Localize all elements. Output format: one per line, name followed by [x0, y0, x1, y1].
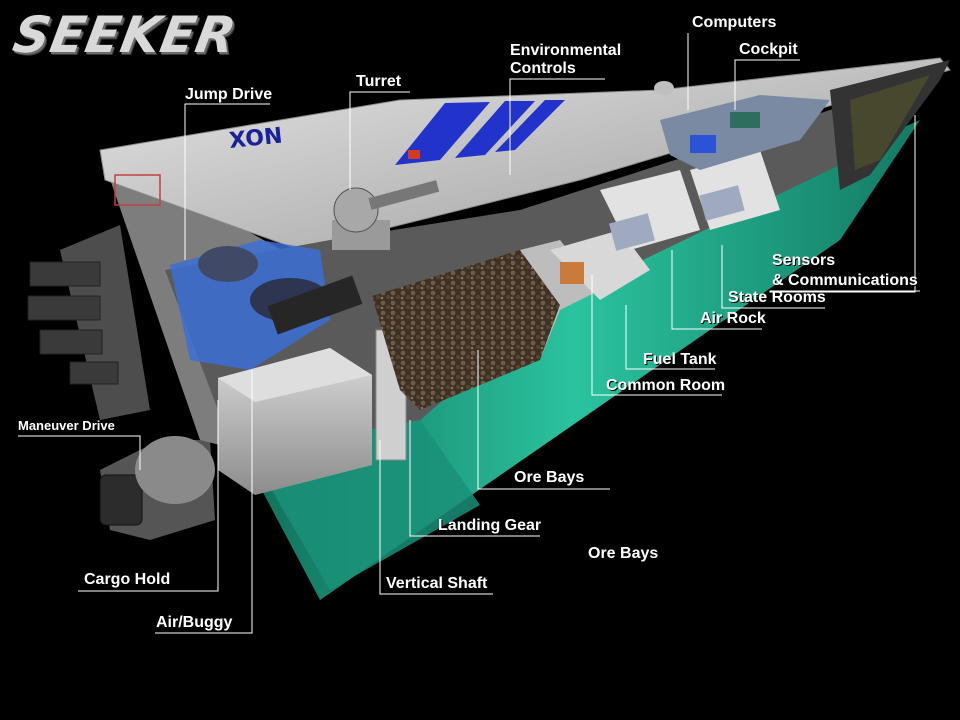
label-fuel-tank: Fuel Tank: [643, 351, 717, 368]
leader-jump-drive: [184, 103, 270, 260]
jump-drive-machinery: [170, 240, 363, 370]
label-computers: Computers: [692, 14, 777, 31]
cargo-hold-box: [218, 348, 372, 495]
engine-nacelles: [27, 225, 150, 420]
hull-stripe-3: [495, 100, 565, 152]
turret-assembly: [332, 180, 440, 250]
leader-air-buggy: [155, 370, 253, 634]
leader-turret: [349, 91, 410, 190]
leader-air-rock: [671, 250, 762, 330]
hull-stripe-2: [455, 101, 535, 158]
label-air-rock: Air Rock: [700, 310, 766, 327]
label-sensors-line2: & Communications: [772, 272, 918, 289]
leader-common-room: [591, 275, 722, 396]
label-environmental-line2: Controls: [510, 60, 576, 77]
leader-environmental: [509, 78, 605, 175]
leader-cockpit: [734, 59, 800, 110]
label-environmental-line1: Environmental: [510, 42, 622, 59]
sensors-detail: [850, 75, 930, 170]
ore-bay-fill: [372, 250, 560, 410]
leader-fuel-tank: [625, 305, 715, 370]
label-ore-bays-1: Ore Bays: [514, 469, 585, 486]
hull-stripe-1: [395, 102, 490, 165]
leader-state-rooms: [721, 245, 825, 309]
label-sensors-line1: Sensors: [772, 252, 836, 269]
maneuver-drive-engine: [99, 436, 215, 540]
hull-red-marking: [408, 150, 420, 159]
leader-ore-bays: [477, 350, 610, 490]
label-state-rooms: State Rooms: [728, 289, 826, 306]
label-turret: Turret: [356, 73, 402, 90]
leader-lines: [18, 33, 920, 634]
leader-sensors: [769, 115, 920, 293]
label-cargo-hold: Cargo Hold: [84, 571, 171, 588]
label-ore-bays-2: Ore Bays: [588, 545, 659, 562]
living-quarters: [550, 150, 780, 300]
label-common-room: Common Room: [606, 377, 726, 394]
label-maneuver-drive: Maneuver Drive: [18, 418, 115, 433]
label-vertical-shaft: Vertical Shaft: [386, 575, 488, 592]
leader-maneuver-drive: [18, 435, 141, 470]
leader-landing-gear: [409, 420, 540, 537]
leader-vertical-shaft: [379, 440, 493, 595]
hull-marking-text: XON: [228, 124, 284, 154]
hull-panel-marking: [114, 174, 161, 206]
label-jump-drive: Jump Drive: [185, 86, 273, 103]
diagram-title: SEEKER: [8, 6, 241, 64]
label-landing-gear: Landing Gear: [438, 517, 542, 534]
leader-cargo-hold: [78, 400, 219, 592]
cockpit-section: [654, 81, 830, 170]
label-air-buggy: Air/Buggy: [156, 614, 233, 631]
label-cockpit: Cockpit: [739, 41, 798, 58]
